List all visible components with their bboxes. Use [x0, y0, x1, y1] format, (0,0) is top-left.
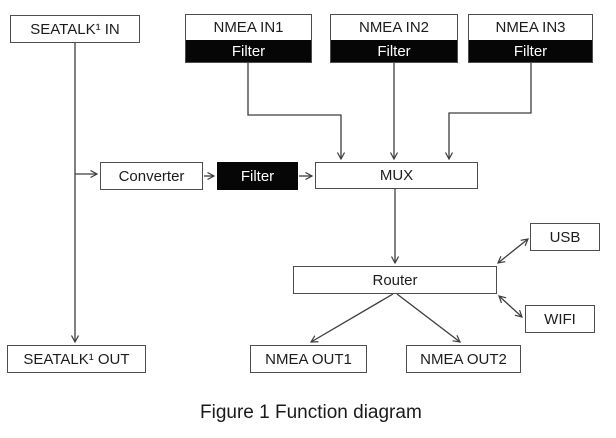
figure-caption: Figure 1 Function diagram: [200, 402, 422, 423]
edge-nmeain1-mux: [247, 63, 341, 159]
node-nmea-out2: NMEA OUT2: [406, 345, 521, 373]
node-seatalk-out-label: SEATALK¹ OUT: [23, 350, 130, 368]
node-filter: Filter: [217, 162, 298, 190]
node-nmea-in3-filter: Filter: [469, 40, 592, 62]
node-nmea-in1-filter: Filter: [186, 40, 311, 62]
node-mux-label: MUX: [379, 167, 414, 184]
node-converter: Converter: [100, 162, 203, 190]
node-nmea-out1: NMEA OUT1: [250, 345, 367, 373]
node-nmea-in2-label: NMEA IN2: [331, 15, 457, 41]
node-router-label: Router: [372, 271, 418, 289]
edge-nmeain3-mux: [449, 63, 532, 159]
node-nmea-out2-label: NMEA OUT2: [420, 350, 507, 368]
node-nmea-out1-label: NMEA OUT1: [265, 350, 352, 368]
edge-router-nmeaout2: [396, 293, 460, 342]
node-nmea-in1: NMEA IN1 Filter: [185, 14, 312, 63]
node-seatalk-in: SEATALK¹ IN: [10, 15, 140, 43]
edge-router-usb: [498, 239, 528, 263]
edge-router-nmeaout1: [311, 293, 394, 342]
node-converter-label: Converter: [118, 167, 185, 185]
node-seatalk-in-label: SEATALK¹ IN: [30, 20, 120, 38]
node-nmea-in1-label: NMEA IN1: [186, 15, 311, 41]
node-nmea-in2: NMEA IN2 Filter: [330, 14, 458, 63]
node-wifi: WIFI: [525, 305, 595, 333]
node-filter-label: Filter: [240, 167, 275, 185]
node-mux: MUX: [315, 162, 478, 189]
node-nmea-in3-label: NMEA IN3: [469, 15, 592, 41]
node-usb-label: USB: [549, 228, 581, 246]
node-usb: USB: [530, 223, 600, 251]
node-nmea-in3: NMEA IN3 Filter: [468, 14, 593, 63]
node-router: Router: [293, 266, 497, 294]
node-nmea-in2-filter: Filter: [331, 40, 457, 62]
node-seatalk-out: SEATALK¹ OUT: [7, 345, 146, 373]
node-wifi-label: WIFI: [544, 310, 576, 328]
edge-router-wifi: [499, 296, 522, 317]
